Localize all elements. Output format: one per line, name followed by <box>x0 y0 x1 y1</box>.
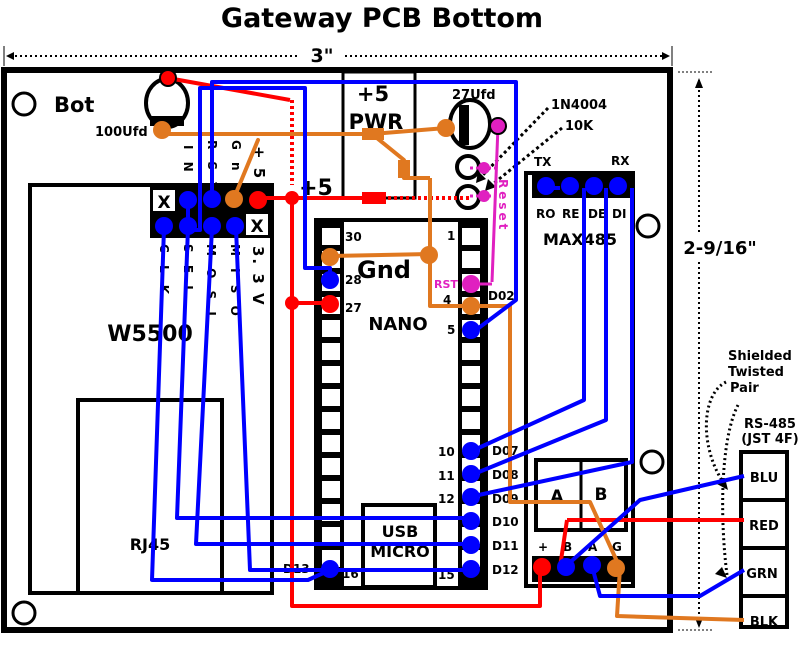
pin-num-10: 10 <box>438 445 455 459</box>
pin-num-5: 5 <box>447 323 455 337</box>
cable-note-twisted: Twisted <box>728 365 784 380</box>
pin-label-re: RE <box>562 207 579 221</box>
pin-label-plus5: + 5 <box>250 146 268 180</box>
pin-label-int: I N T <box>181 145 195 196</box>
pads <box>153 69 627 578</box>
capacitor-100ufd-label: 100Ufd <box>95 125 148 140</box>
pin-name-d08: D08 <box>492 468 519 482</box>
w5500-x-marker-bottom: X <box>250 217 263 237</box>
pin-label-g: G <box>612 540 622 554</box>
connector-subtitle: (JST 4F) <box>741 432 798 447</box>
rj45-label: RJ45 <box>130 535 171 554</box>
width-label: 3" <box>310 45 333 67</box>
micro-label: MICRO <box>370 542 430 561</box>
mounting-hole-right-bottom <box>639 449 665 475</box>
pin-name-d10: D10 <box>492 515 519 529</box>
nano-label: NANO <box>368 314 427 335</box>
width-dimension: 3" <box>3 45 673 67</box>
pin-name-d07: D07 <box>492 444 519 458</box>
usb-label: USB <box>382 522 419 541</box>
pin-label-de: DE <box>588 207 606 221</box>
connector-pin-blk: BLK <box>750 615 779 630</box>
pin-num-28: 28 <box>345 273 362 287</box>
diode-label: 1N4004 <box>551 98 607 113</box>
pin-num-1: 1 <box>447 229 455 243</box>
w5500-label: W5500 <box>107 322 193 347</box>
max485-label: MAX485 <box>543 230 617 249</box>
pin-label-plus: + <box>538 540 548 554</box>
connector-title: RS-485 <box>744 417 796 432</box>
pin-label-b: B <box>563 540 572 554</box>
pin-num-11: 11 <box>438 469 455 483</box>
cable-note-shielded: Shielded <box>728 349 792 364</box>
board-side-label: Bot <box>54 93 94 117</box>
w5500-module: W5500 RJ45 X X I N T R S T G n D + 5 C L… <box>28 140 274 595</box>
pin-name-d12: D12 <box>492 563 519 577</box>
height-label: 2-9/16" <box>683 238 757 259</box>
rs485-connector: RS-485 (JST 4F) Shielded Twisted Pair BL… <box>704 349 799 630</box>
power-connector: +5 PWR +5 <box>299 70 417 201</box>
pin-name-d02: D02 <box>488 289 515 303</box>
pin-num-12: 12 <box>438 492 455 506</box>
pin-label-ro: RO <box>536 207 555 221</box>
signal-traces <box>150 80 746 598</box>
terminal-b-label: B <box>595 485 608 505</box>
nano-gnd-label: Gnd <box>357 256 411 284</box>
pin-name-d11: D11 <box>492 539 519 553</box>
tx-label: TX <box>534 155 552 169</box>
capacitor-27ufd-label: 27Ufd <box>452 88 496 103</box>
pin-label-a: A <box>588 540 598 554</box>
height-dimension: 2-9/16" <box>678 71 757 631</box>
rst-label: RST <box>434 278 458 291</box>
connector-pin-red: RED <box>749 519 779 534</box>
capacitor-100ufd: 100Ufd <box>95 77 190 140</box>
reset-label: Reset <box>496 179 510 232</box>
pin-label-3v3: 3. 3 V <box>249 246 267 307</box>
mounting-hole-top-left <box>11 91 37 117</box>
capacitor-27ufd: 27Ufd <box>448 88 496 150</box>
mounting-hole-bottom-left <box>11 600 37 626</box>
connector-pin-blu: BLU <box>750 471 778 486</box>
diagram-title: Gateway PCB Bottom <box>221 3 543 34</box>
pin-num-27: 27 <box>345 301 362 315</box>
rx-label: RX <box>611 154 630 168</box>
nano-module: USB MICRO NANO Gnd 30 28 27 16 1 4 5 10 … <box>283 218 519 590</box>
power-label-plus5: +5 <box>357 82 389 106</box>
board-outline <box>1 67 673 633</box>
pin-label-di: DI <box>612 207 626 221</box>
cable-note-pair: Pair <box>730 381 759 396</box>
pin-num-4: 4 <box>443 293 451 307</box>
resistor-label: 10K <box>565 119 594 134</box>
w5500-x-marker-top: X <box>157 193 170 213</box>
pin-num-30: 30 <box>345 230 362 244</box>
connector-pin-grn: GRN <box>746 567 778 582</box>
mounting-hole-right-top <box>635 213 661 239</box>
